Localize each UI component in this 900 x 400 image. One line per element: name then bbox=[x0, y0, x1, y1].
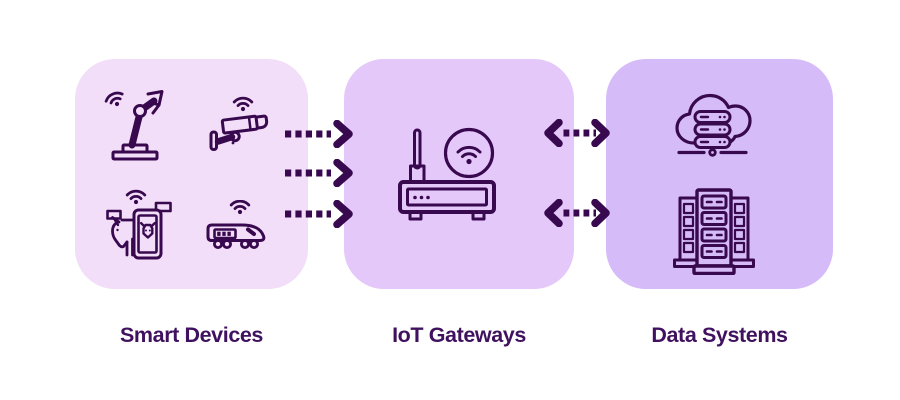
dotted-arrow-right-1 bbox=[285, 120, 353, 148]
label-smart-devices: Smart Devices bbox=[119, 323, 263, 347]
livestock-monitor-icon bbox=[106, 189, 172, 260]
robot-arm-icon bbox=[104, 90, 164, 161]
cctv-camera-icon bbox=[209, 96, 269, 151]
panel-smart-devices bbox=[75, 59, 308, 289]
server-rack-icon bbox=[673, 188, 755, 275]
label-iot-gateways: IoT Gateways bbox=[392, 323, 526, 347]
cloud-server-icon bbox=[675, 93, 752, 157]
dotted-arrow-right-2 bbox=[285, 159, 353, 187]
dotted-arrow-bidirectional-2 bbox=[544, 199, 610, 227]
wifi-router-icon bbox=[398, 127, 496, 221]
dotted-arrow-bidirectional-1 bbox=[544, 119, 610, 147]
smart-train-icon bbox=[206, 200, 266, 250]
panel-iot-gateways bbox=[344, 59, 574, 289]
dotted-arrow-right-3 bbox=[285, 200, 353, 228]
panel-data-systems bbox=[606, 59, 833, 289]
label-data-systems: Data Systems bbox=[651, 323, 788, 347]
